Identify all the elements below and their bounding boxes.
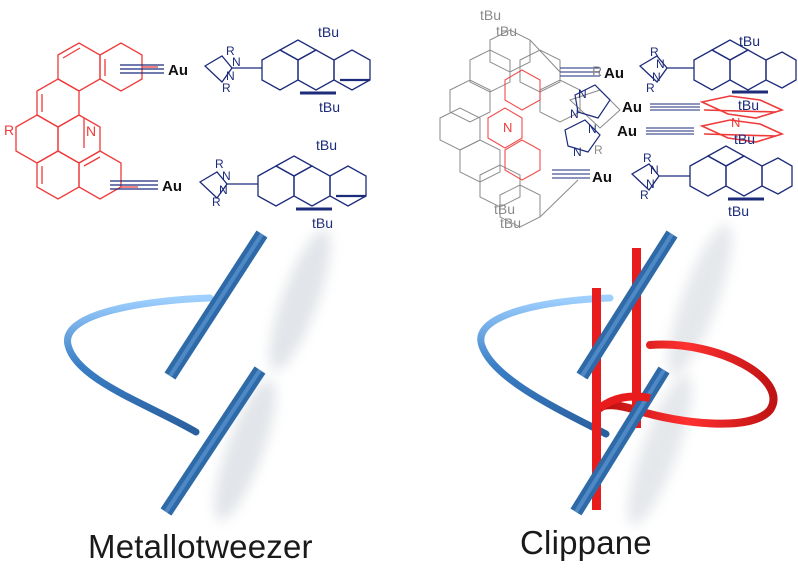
au-upper-right: Au [604,65,624,82]
tbu-ghost-bottom: tBu [494,201,515,217]
clippane-red-n: N [731,115,740,130]
clippane-upper-alkyne [560,67,600,77]
nhc-r-5: R [650,45,659,59]
clippane-red-bar-left [592,288,601,510]
nhc-n-5: N [656,57,665,71]
nhc-r-4: R [212,195,221,209]
clippane-middle-alkynes [646,103,700,135]
clippane-n-4: N [573,145,582,159]
clippane-acridine [487,69,541,181]
ghost-tweezer [439,29,621,228]
au-lower-left: Au [162,178,182,195]
nhc-pyrene-lower-left [198,155,367,211]
tbu-lower-right-bottom: tBu [728,203,749,219]
au-upper-left: Au [168,62,188,79]
lower-alkyne [110,180,158,190]
clippane-red-plate [699,95,785,143]
au-lower-right: Au [592,169,612,186]
tbu-upper-top-left: tBu [318,24,339,40]
au-middle-1: Au [622,99,642,116]
caption-clippane: Clippane [520,524,652,561]
clippane-blue-ring [477,294,614,438]
nhc-pyrene-upper-right [638,39,797,94]
au-middle-2: Au [617,123,637,140]
clippane-molecule: tBu tBu tBu tBu N N N N N R R Au Au Au [439,7,797,231]
nhc-n-4: N [219,183,228,197]
nhc-n-3: N [222,169,231,183]
tweezer-ring [64,294,214,436]
tbu-lower-bottom-left: tBu [312,215,333,231]
acridine-core [15,42,158,200]
nhc-n-6: N [652,70,661,84]
nhc-r-2: R [222,81,231,95]
nhc-n-8: N [646,177,655,191]
metallotweezer-molecule: R N Au Au tBu tBu R N [4,24,371,231]
clippane-n-1: N [578,87,587,101]
tbu-ghost-bottom2: tBu [500,215,521,231]
clippane-n-3: N [588,122,597,136]
tbu-lower-top-left: tBu [316,137,337,153]
clippane-acridine-n: N [503,120,512,135]
nhc-r-8: R [640,188,649,202]
clippane-r-1: R [594,143,603,157]
nhc-r-1: R [226,44,235,58]
clippane-nhc-core [564,84,611,153]
nhc-r-7: R [643,151,652,165]
nhc-n-2: N [226,69,235,83]
r-substituent-left: R [4,122,14,138]
nhc-r-6: R [646,81,655,95]
upper-alkyne [120,64,164,74]
clippane-cartoon [477,224,778,526]
nhc-n-1: N [232,55,241,69]
tbu-upper-right-top: tBu [739,33,760,49]
caption-metallotweezer: Metallotweezer [88,528,313,565]
nhc-pyrene-lower-right [630,145,793,201]
tbu-ghost-top2: tBu [496,23,517,39]
clippane-lower-alkyne [552,169,590,179]
acridine-n: N [86,123,96,139]
tbu-upper-right-bottom: tBu [738,97,759,113]
tbu-lower-right-top: tBu [734,131,755,147]
clippane-red-bar-right [632,248,641,428]
nhc-n-7: N [650,163,659,177]
metallotweezer-cartoon [64,229,331,521]
tbu-ghost-top: tBu [480,7,501,23]
clippane-r-upper: R [592,63,602,79]
clippane-red-ring [596,340,778,428]
nhc-pyrene-upper-left [203,39,371,95]
clippane-n-2: N [570,107,579,121]
nhc-r-3: R [215,157,224,171]
tbu-upper-bottom-left: tBu [319,99,340,115]
